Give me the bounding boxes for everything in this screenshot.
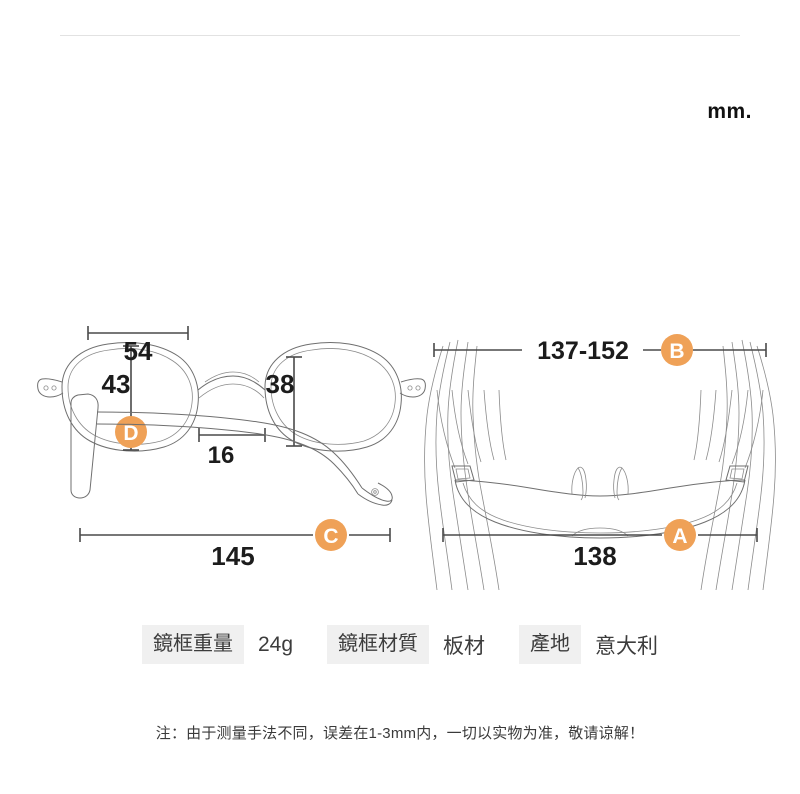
- spec-key-weight: 鏡框重量: [141, 625, 244, 664]
- front-view-drawing: [37, 342, 426, 452]
- spec-value-material: 板材: [443, 634, 486, 658]
- dimension-bridge-width: 16: [198, 428, 266, 469]
- top-divider: [60, 35, 740, 36]
- badge-a: A: [664, 519, 696, 551]
- top-view-drawing: [436, 389, 764, 539]
- unit-label: mm.: [707, 100, 752, 123]
- measurement-footnote: 注：由于测量手法不同，误差在1-3mm内，一切以实物为准，敬请谅解！: [155, 725, 645, 742]
- dimension-label-43: 43: [102, 369, 131, 399]
- spec-key-origin: 產地: [519, 625, 582, 664]
- temple-spread-drawing: [424, 339, 776, 590]
- spec-item-origin: 產地 意大利: [519, 625, 658, 664]
- specification-row: 鏡框重量 24g 鏡框材質 板材 產地 意大利: [0, 625, 800, 664]
- dimension-label-138: 138: [573, 541, 616, 571]
- dimension-label-145: 145: [211, 541, 254, 571]
- temple-side-drawing: [70, 393, 393, 506]
- badge-c-letter: C: [323, 525, 338, 548]
- dimension-temple-spread: 137-152: [433, 337, 767, 365]
- eyewear-dimension-diagram: 43 D 38 16 54: [0, 150, 800, 590]
- dimension-lens-height-right: 38: [266, 356, 302, 447]
- badge-b: B: [661, 334, 693, 366]
- dimension-label-137-152: 137-152: [537, 337, 629, 365]
- dimension-temple-length: 145: [79, 528, 391, 571]
- spec-key-material: 鏡框材質: [327, 625, 430, 664]
- dimension-label-54: 54: [124, 336, 153, 366]
- dimension-lens-width: 54: [87, 326, 189, 366]
- badge-a-letter: A: [672, 525, 687, 548]
- badge-c: C: [315, 519, 347, 551]
- badge-d: D: [115, 416, 147, 448]
- spec-value-weight: 24g: [257, 632, 294, 656]
- dimension-frame-width: 138: [442, 528, 758, 571]
- dimension-label-16: 16: [208, 442, 235, 469]
- spec-item-weight: 鏡框重量 24g: [141, 625, 294, 664]
- dimension-label-38: 38: [266, 369, 295, 399]
- badge-d-letter: D: [123, 422, 138, 445]
- spec-value-origin: 意大利: [595, 634, 659, 658]
- badge-b-letter: B: [669, 340, 684, 363]
- spec-item-material: 鏡框材質 板材: [327, 625, 485, 664]
